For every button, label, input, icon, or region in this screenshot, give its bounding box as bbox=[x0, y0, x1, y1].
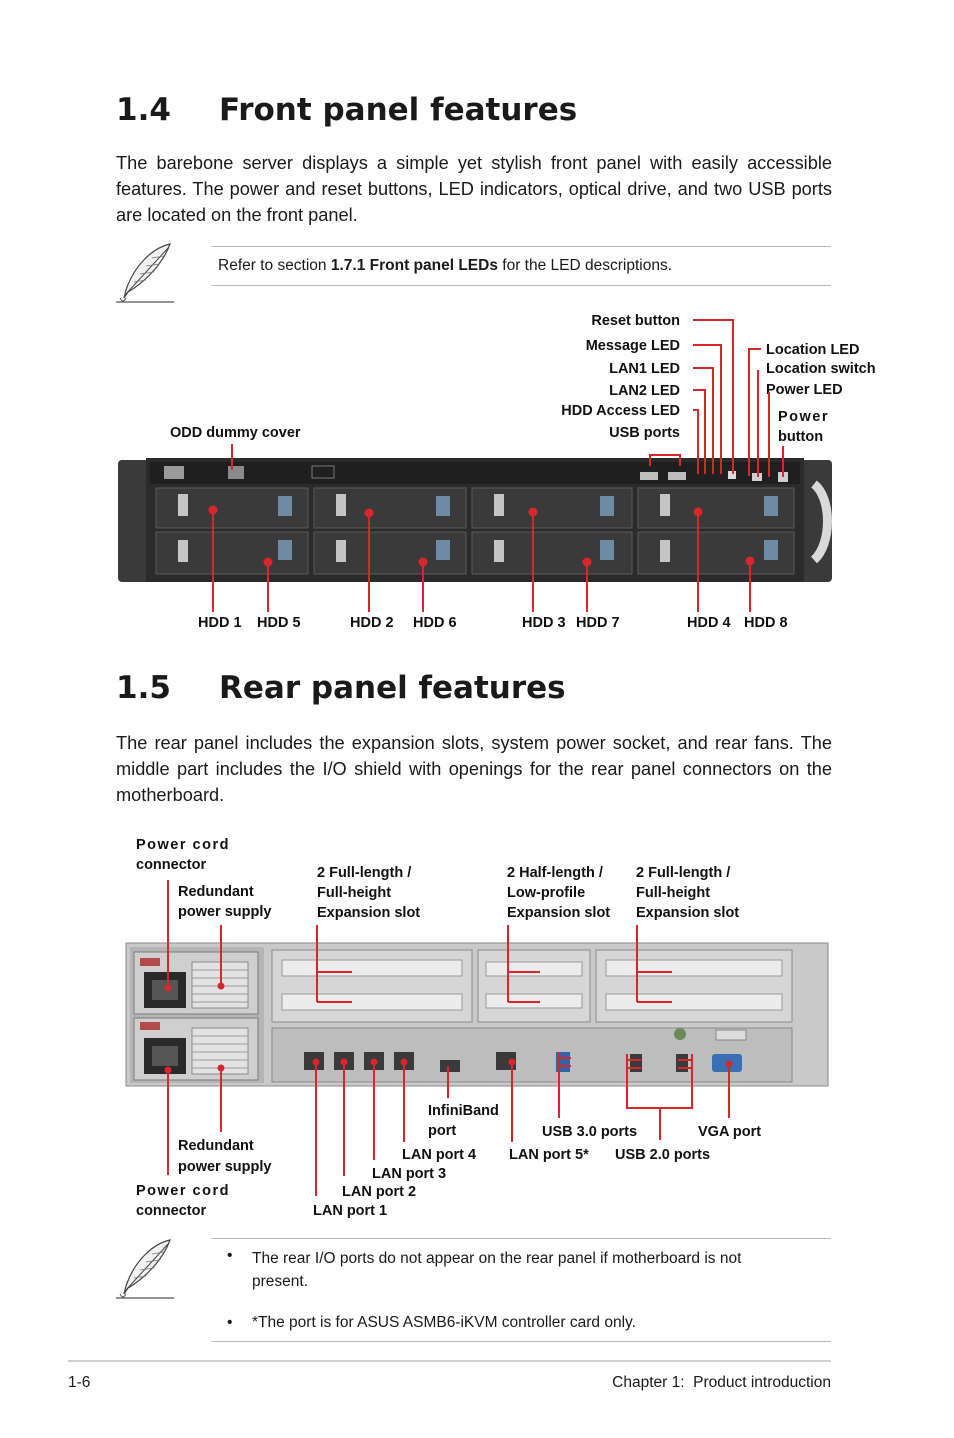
note-feather-icon bbox=[116, 1239, 174, 1299]
section-number: 1.5 bbox=[116, 670, 171, 706]
section-title: Rear panel features bbox=[219, 670, 566, 706]
label-full-length-b-line2: Full-height bbox=[636, 885, 711, 901]
label-power-cord-bottom-line1: Power cord bbox=[136, 1183, 230, 1199]
label-lan-port-3: LAN port 3 bbox=[372, 1166, 447, 1182]
label-power-button-line1: Power bbox=[778, 409, 830, 425]
label-power-cord-top-line2: connector bbox=[136, 857, 207, 873]
label-power-cord-bottom-line2: connector bbox=[136, 1203, 207, 1219]
label-hdd6: HDD 6 bbox=[413, 615, 457, 631]
label-hdd-access-led: HDD Access LED bbox=[561, 403, 680, 419]
label-hdd3: HDD 3 bbox=[522, 615, 566, 631]
label-full-length-b-line1: 2 Full-length / bbox=[636, 865, 731, 881]
label-infiniband-line2: port bbox=[428, 1123, 457, 1139]
label-message-led: Message LED bbox=[585, 338, 680, 354]
label-power-led: Power LED bbox=[766, 382, 843, 398]
label-hdd7: HDD 7 bbox=[576, 615, 620, 631]
label-full-length-a-line2: Full-height bbox=[317, 885, 392, 901]
label-hdd8: HDD 8 bbox=[744, 615, 788, 631]
label-half-length-line1: 2 Half-length / bbox=[507, 865, 603, 881]
label-full-length-b-line3: Expansion slot bbox=[636, 905, 740, 921]
note-rear-bullet-2: • bbox=[227, 1314, 233, 1331]
front-panel-diagram bbox=[118, 319, 832, 612]
note-rear-item-1: The rear I/O ports do not appear on the … bbox=[252, 1250, 742, 1290]
label-power-cord-top-line1: Power cord bbox=[136, 837, 230, 853]
note-bottom-rule bbox=[211, 1341, 831, 1342]
label-full-length-a-line3: Expansion slot bbox=[317, 905, 421, 921]
label-power-button-line2: button bbox=[778, 429, 824, 445]
section-heading-front: 1.4 Front panel features bbox=[116, 92, 577, 128]
label-hdd5: HDD 5 bbox=[257, 615, 301, 631]
label-usb20-ports: USB 2.0 ports bbox=[615, 1147, 711, 1163]
label-lan-port-5: LAN port 5* bbox=[509, 1147, 589, 1163]
note-rear-bullet-1: • bbox=[227, 1247, 233, 1264]
front-paragraph: The barebone server displays a simple ye… bbox=[116, 153, 832, 225]
note-top-rule bbox=[211, 246, 831, 247]
note-bottom-rule bbox=[211, 285, 831, 286]
label-redundant-bottom-line2: power supply bbox=[178, 1159, 272, 1175]
label-redundant-top-line2: power supply bbox=[178, 904, 272, 920]
page-number: 1-6 bbox=[68, 1374, 91, 1391]
label-location-led: Location LED bbox=[766, 342, 860, 358]
label-lan-port-4: LAN port 4 bbox=[402, 1147, 477, 1163]
footer-rule bbox=[68, 1360, 831, 1362]
label-lan-port-1: LAN port 1 bbox=[313, 1203, 388, 1219]
chapter-title: Chapter 1: Product introduction bbox=[612, 1374, 831, 1391]
label-half-length-line2: Low-profile bbox=[507, 885, 586, 901]
label-hdd1: HDD 1 bbox=[198, 615, 242, 631]
label-location-switch: Location switch bbox=[766, 361, 876, 377]
label-lan2-led: LAN2 LED bbox=[609, 383, 680, 399]
note-front-reference: 1.7.1 Front panel LEDs bbox=[330, 257, 498, 274]
note-front-text: Refer to section 1.7.1 Front panel LEDs … bbox=[218, 257, 672, 274]
section-number: 1.4 bbox=[116, 92, 171, 128]
label-full-length-a-line1: 2 Full-length / bbox=[317, 865, 412, 881]
section-heading-rear: 1.5 Rear panel features bbox=[116, 670, 566, 706]
rear-paragraph: The rear panel includes the expansion sl… bbox=[116, 733, 832, 805]
label-vga-port: VGA port bbox=[698, 1124, 762, 1140]
label-reset-button: Reset button bbox=[591, 313, 680, 329]
rear-panel-diagram bbox=[125, 880, 829, 1196]
note-top-rule bbox=[211, 1238, 831, 1239]
label-redundant-top-line1: Redundant bbox=[178, 884, 254, 900]
note-feather-icon bbox=[116, 243, 174, 303]
section-title: Front panel features bbox=[219, 92, 578, 128]
label-infiniband-line1: InfiniBand bbox=[428, 1103, 499, 1119]
label-hdd4: HDD 4 bbox=[687, 615, 731, 631]
label-redundant-bottom-line1: Redundant bbox=[178, 1138, 254, 1154]
label-usb30-ports: USB 3.0 ports bbox=[542, 1124, 638, 1140]
label-half-length-line3: Expansion slot bbox=[507, 905, 611, 921]
label-lan1-led: LAN1 LED bbox=[609, 361, 680, 377]
label-lan-port-2: LAN port 2 bbox=[342, 1184, 417, 1200]
label-odd-dummy-cover: ODD dummy cover bbox=[170, 425, 301, 441]
note-rear-item-2: *The port is for ASUS ASMB6-iKVM control… bbox=[252, 1314, 636, 1331]
label-usb-ports: USB ports bbox=[609, 425, 680, 441]
label-hdd2: HDD 2 bbox=[350, 615, 394, 631]
